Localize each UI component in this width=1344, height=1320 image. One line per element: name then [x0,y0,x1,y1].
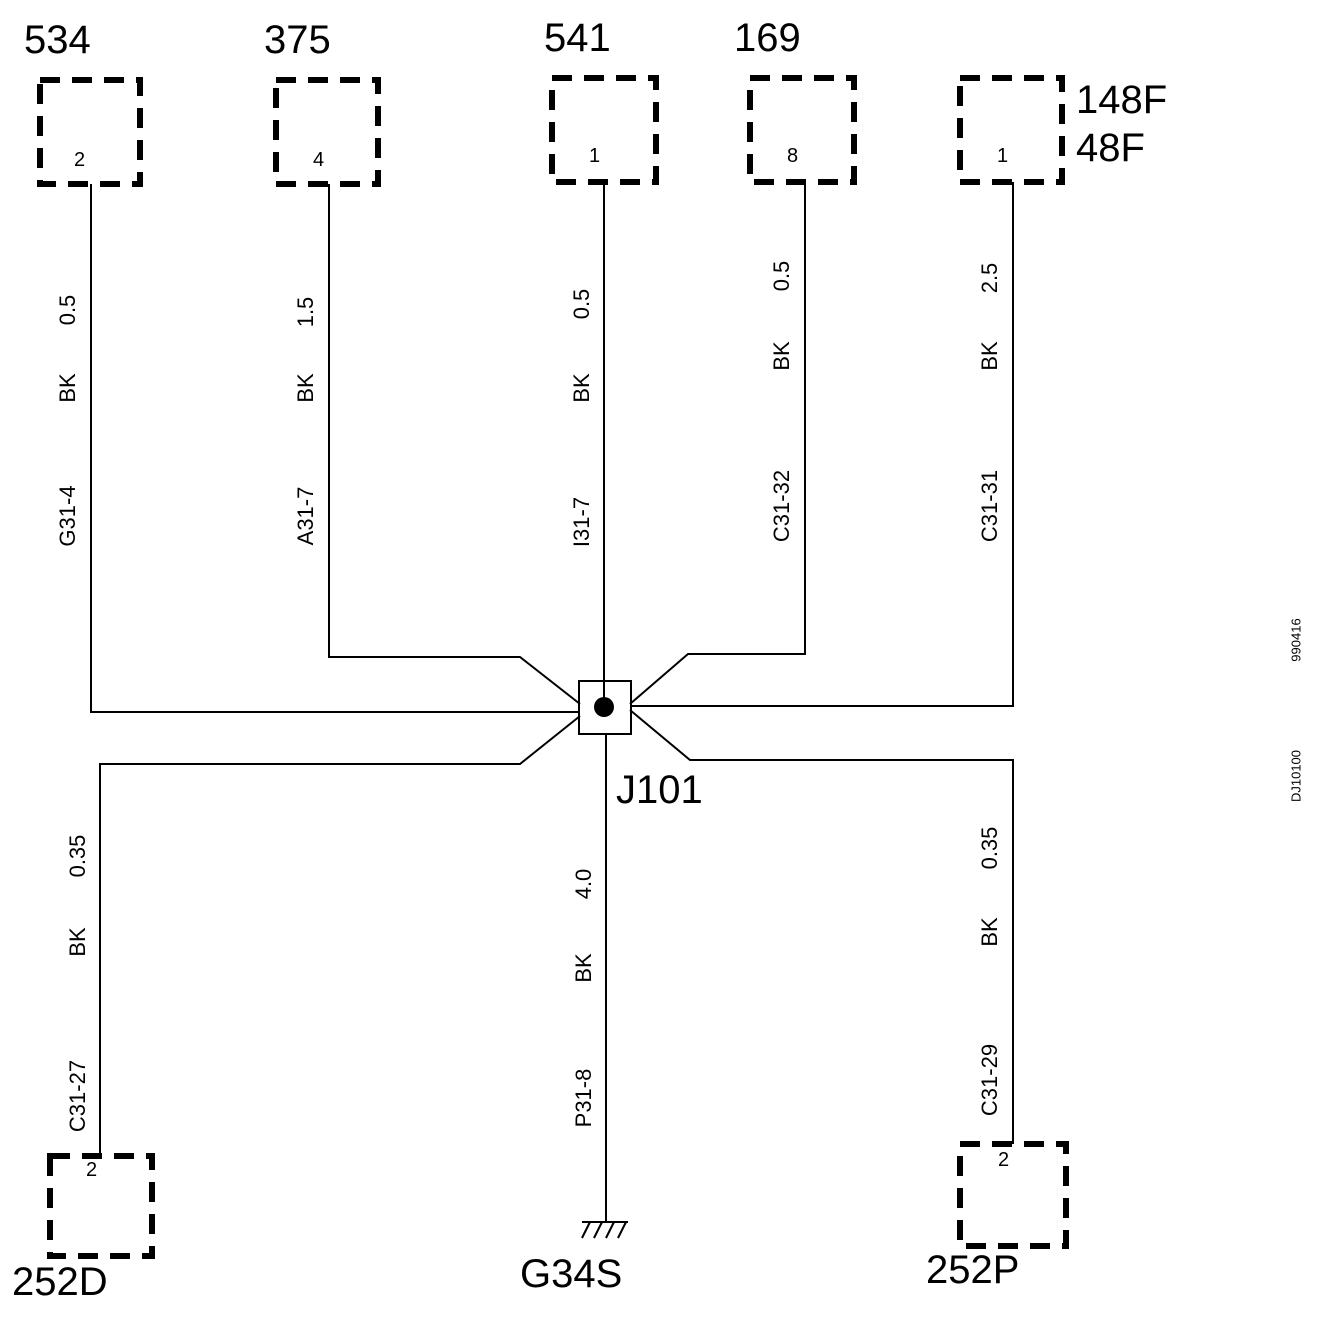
side-code-date: 990416 [1288,618,1304,662]
wire-534-size: 0.5 [55,294,80,326]
connector-48F-label: 48F [1076,126,1145,170]
wire-G34S-color: BK [571,953,596,983]
connector-375-pin: 4 [313,149,325,171]
wire-534 [90,184,580,713]
wire-375-color: BK [293,373,318,403]
wire-534-circuit: G31-4 [55,485,80,547]
wire-252P [629,709,1014,1144]
ground-label: G34S [520,1252,623,1296]
splice-node [594,697,614,717]
connector-375-label: 375 [264,18,331,62]
connector-252P-label: 252P [926,1248,1020,1292]
wire-252D-size: 0.35 [65,834,90,878]
wire-252P-size: 0.35 [977,826,1002,870]
connector-534-box [37,77,143,187]
connector-252P-pin: 2 [998,1149,1010,1171]
side-code-drawing: DJ10100 [1288,749,1304,803]
wire-541-circuit: I31-7 [569,496,594,548]
connector-148F-box [957,75,1065,185]
wire-G34S-circuit: P31-8 [571,1068,596,1128]
wire-148F-color: BK [977,341,1002,371]
wire-252D [99,715,581,1156]
connector-148F-label: 148F [1076,78,1168,122]
connector-252P-box [957,1141,1069,1249]
connector-541-pin: 1 [589,145,601,167]
wire-148F-size: 2.5 [977,262,1002,294]
connector-252D-box [47,1153,155,1259]
connector-169-box [747,75,857,185]
connector-169-label: 169 [734,16,801,60]
wire-148F-circuit: C31-31 [977,469,1002,543]
wire-169-circuit: C31-32 [769,469,794,543]
connector-541-box [549,75,659,185]
connector-252D-label: 252D [12,1260,108,1304]
wire-148F [630,182,1014,707]
connector-534-pin: 2 [74,149,86,171]
wire-G34S-size: 4.0 [571,868,596,900]
wire-541-color: BK [569,373,594,403]
wire-169-color: BK [769,341,794,371]
wire-541-size: 0.5 [569,288,594,320]
wire-252D-circuit: C31-27 [65,1059,90,1133]
wire-252P-circuit: C31-29 [977,1043,1002,1117]
wire-252D-color: BK [65,927,90,957]
wire-534-color: BK [55,373,80,403]
wire-169-size: 0.5 [769,260,794,292]
wire-169 [629,182,806,705]
ground-symbol [581,1221,628,1239]
connector-169-pin: 8 [787,145,799,167]
connector-148F-pin: 1 [997,145,1009,167]
connector-541-label: 541 [544,16,611,60]
splice-box [578,680,632,735]
connector-534-label: 534 [24,18,91,62]
connector-375-box [273,77,381,187]
connector-252D-pin: 2 [86,1159,98,1181]
wire-375 [328,184,581,705]
splice-label: J101 [616,768,703,812]
wire-252P-color: BK [977,917,1002,947]
wire-375-circuit: A31-7 [293,486,318,546]
wire-375-size: 1.5 [293,296,318,328]
